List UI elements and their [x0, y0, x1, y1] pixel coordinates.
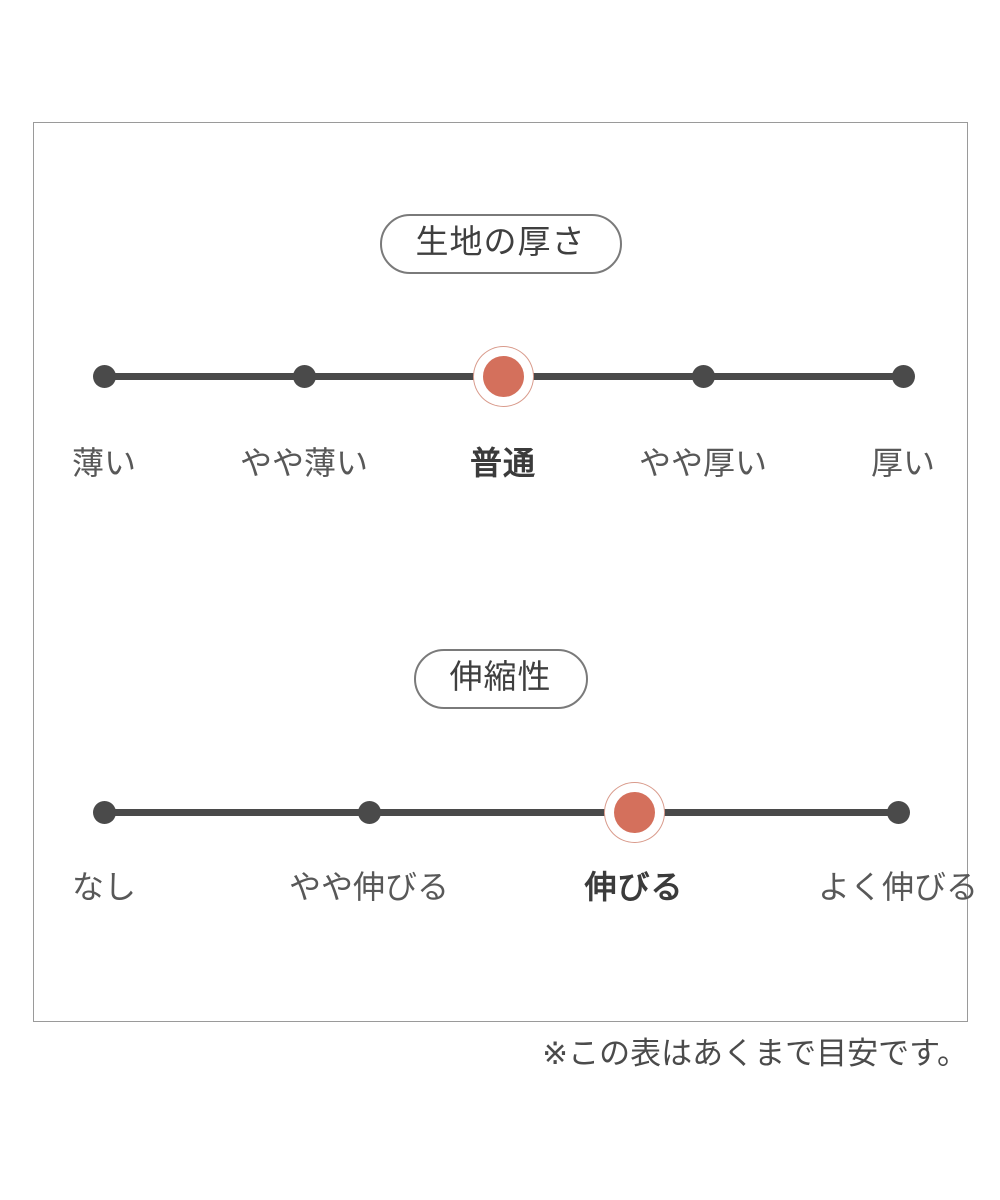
scale-thickness[interactable]: [34, 319, 967, 439]
scale-dot-thickness-5[interactable]: [891, 364, 915, 388]
disclaimer-note: ※この表はあくまで目安です。: [542, 1036, 968, 1071]
scale-dot-stretch-4[interactable]: [886, 800, 910, 824]
scale-dot-stretch-3-active[interactable]: [613, 791, 655, 833]
scale-label-thickness-5: 厚い: [870, 445, 936, 481]
scale-dot-stretch-1[interactable]: [92, 800, 116, 824]
scale-label-thickness-3: 普通: [469, 445, 537, 481]
scale-label-stretch-1: なし: [71, 869, 137, 905]
spec-panel: 生地の厚さ 薄い やや薄い 普通 やや厚い 厚い 伸縮性: [33, 122, 978, 1022]
section-heading-stretch: 伸縮性: [413, 649, 588, 709]
scale-labels-stretch: なし やや伸びる 伸びる よく伸びる: [34, 865, 978, 925]
scale-label-thickness-1: 薄い: [71, 445, 137, 481]
scale-labels-thickness: 薄い やや薄い 普通 やや厚い 厚い: [34, 441, 967, 501]
section-heading-row-thickness: 生地の厚さ: [34, 214, 967, 274]
scale-track-stretch: [104, 809, 898, 816]
section-heading-thickness: 生地の厚さ: [379, 214, 622, 274]
scale-dot-thickness-3-active[interactable]: [482, 355, 524, 397]
scale-dot-thickness-4[interactable]: [691, 364, 715, 388]
scale-dot-stretch-2[interactable]: [357, 800, 381, 824]
scale-label-thickness-2: やや薄い: [239, 445, 369, 481]
scale-dot-thickness-1[interactable]: [92, 364, 116, 388]
scale-label-thickness-4: やや厚い: [638, 445, 768, 481]
scale-label-stretch-3: 伸びる: [584, 869, 684, 905]
scale-label-stretch-2: やや伸びる: [288, 869, 450, 905]
scale-dot-thickness-2[interactable]: [292, 364, 316, 388]
section-heading-row-stretch: 伸縮性: [34, 649, 967, 709]
scale-label-stretch-4: よく伸びる: [817, 869, 979, 905]
scale-stretch[interactable]: [34, 755, 967, 875]
